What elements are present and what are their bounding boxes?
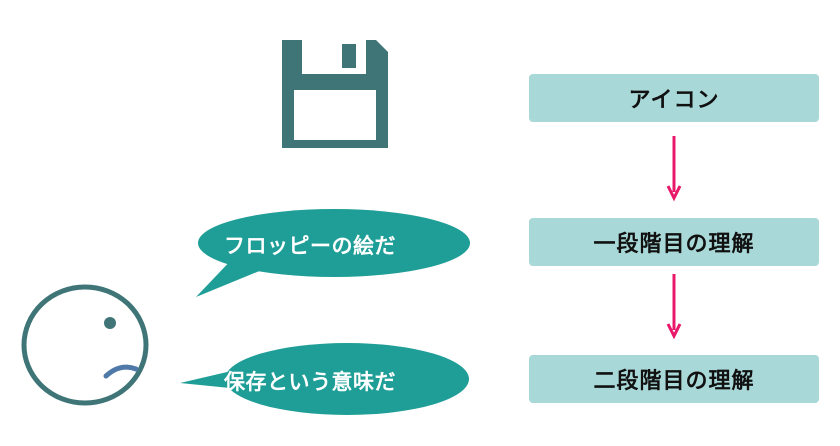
speech-bubble-second: 保存という意味だ (180, 341, 470, 427)
flow-box-icon: アイコン (529, 74, 819, 122)
speech-bubble-first: フロッピーの絵だ (196, 205, 476, 300)
floppy-disk-icon (282, 40, 388, 148)
puzzled-face-icon (20, 283, 150, 409)
bubble-text-first: フロッピーの絵だ (224, 234, 396, 258)
flow-box-first-understanding: 一段階目の理解 (529, 218, 819, 266)
flow-box-second-understanding: 二段階目の理解 (529, 355, 819, 403)
bubble-text-second: 保存という意味だ (224, 370, 396, 394)
down-arrow-icon (664, 274, 684, 340)
down-arrow-icon (664, 136, 684, 202)
